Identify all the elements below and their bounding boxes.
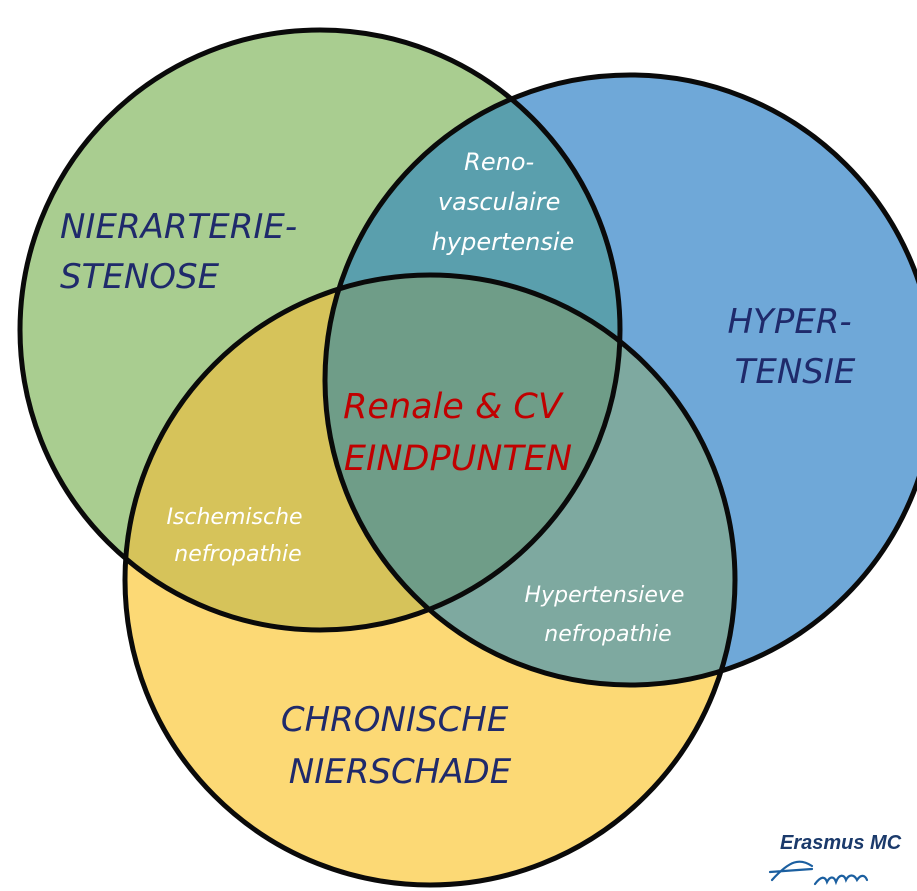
label-ckd: CHRONISCHE NIERSCHADE — [281, 700, 519, 792]
label-stenosis: NIERARTERIE- STENOSE — [60, 207, 308, 297]
label-hypertension-line1: HYPER- — [727, 302, 851, 342]
label-renovascular-hypertension: Reno- vasculaire hypertensie — [432, 148, 575, 256]
label-ischemic-line1: Ischemische — [166, 505, 302, 530]
logo-signature-mark — [768, 860, 869, 886]
label-ckd-line2: NIERSCHADE — [289, 752, 512, 792]
label-renovascular-line3: hypertensie — [432, 228, 575, 256]
outline-stenosis — [17, 27, 623, 633]
overlap-center — [325, 275, 620, 630]
label-center-line1: Renale & CV — [343, 387, 564, 427]
label-renovascular-line2: vasculaire — [438, 188, 561, 216]
label-center-endpoints: Renale & CV EINDPUNTEN — [343, 387, 573, 479]
label-hypertension-line2: TENSIE — [735, 352, 856, 392]
label-center-line2: EINDPUNTEN — [344, 439, 572, 479]
label-renovascular-line1: Reno- — [464, 148, 534, 176]
label-hypertensive-line2: nefropathie — [544, 622, 671, 647]
erasmus-mc-logo: Erasmus MC — [768, 832, 902, 886]
label-hypertension: HYPER- TENSIE — [727, 302, 862, 392]
outline-hypertension — [322, 72, 917, 688]
label-ischemic-line2: nefropathie — [174, 542, 301, 567]
outline-ckd — [122, 272, 738, 888]
label-ischemic-nephropathy: Ischemische nefropathie — [166, 505, 309, 567]
label-hypertensive-nephropathy: Hypertensieve nefropathie — [525, 583, 692, 647]
label-stenosis-line2: STENOSE — [60, 257, 220, 297]
label-ckd-line1: CHRONISCHE — [281, 700, 509, 740]
label-stenosis-line1: NIERARTERIE- — [60, 207, 297, 247]
label-hypertensive-line1: Hypertensieve — [525, 583, 685, 608]
logo-text: Erasmus MC — [780, 832, 902, 854]
